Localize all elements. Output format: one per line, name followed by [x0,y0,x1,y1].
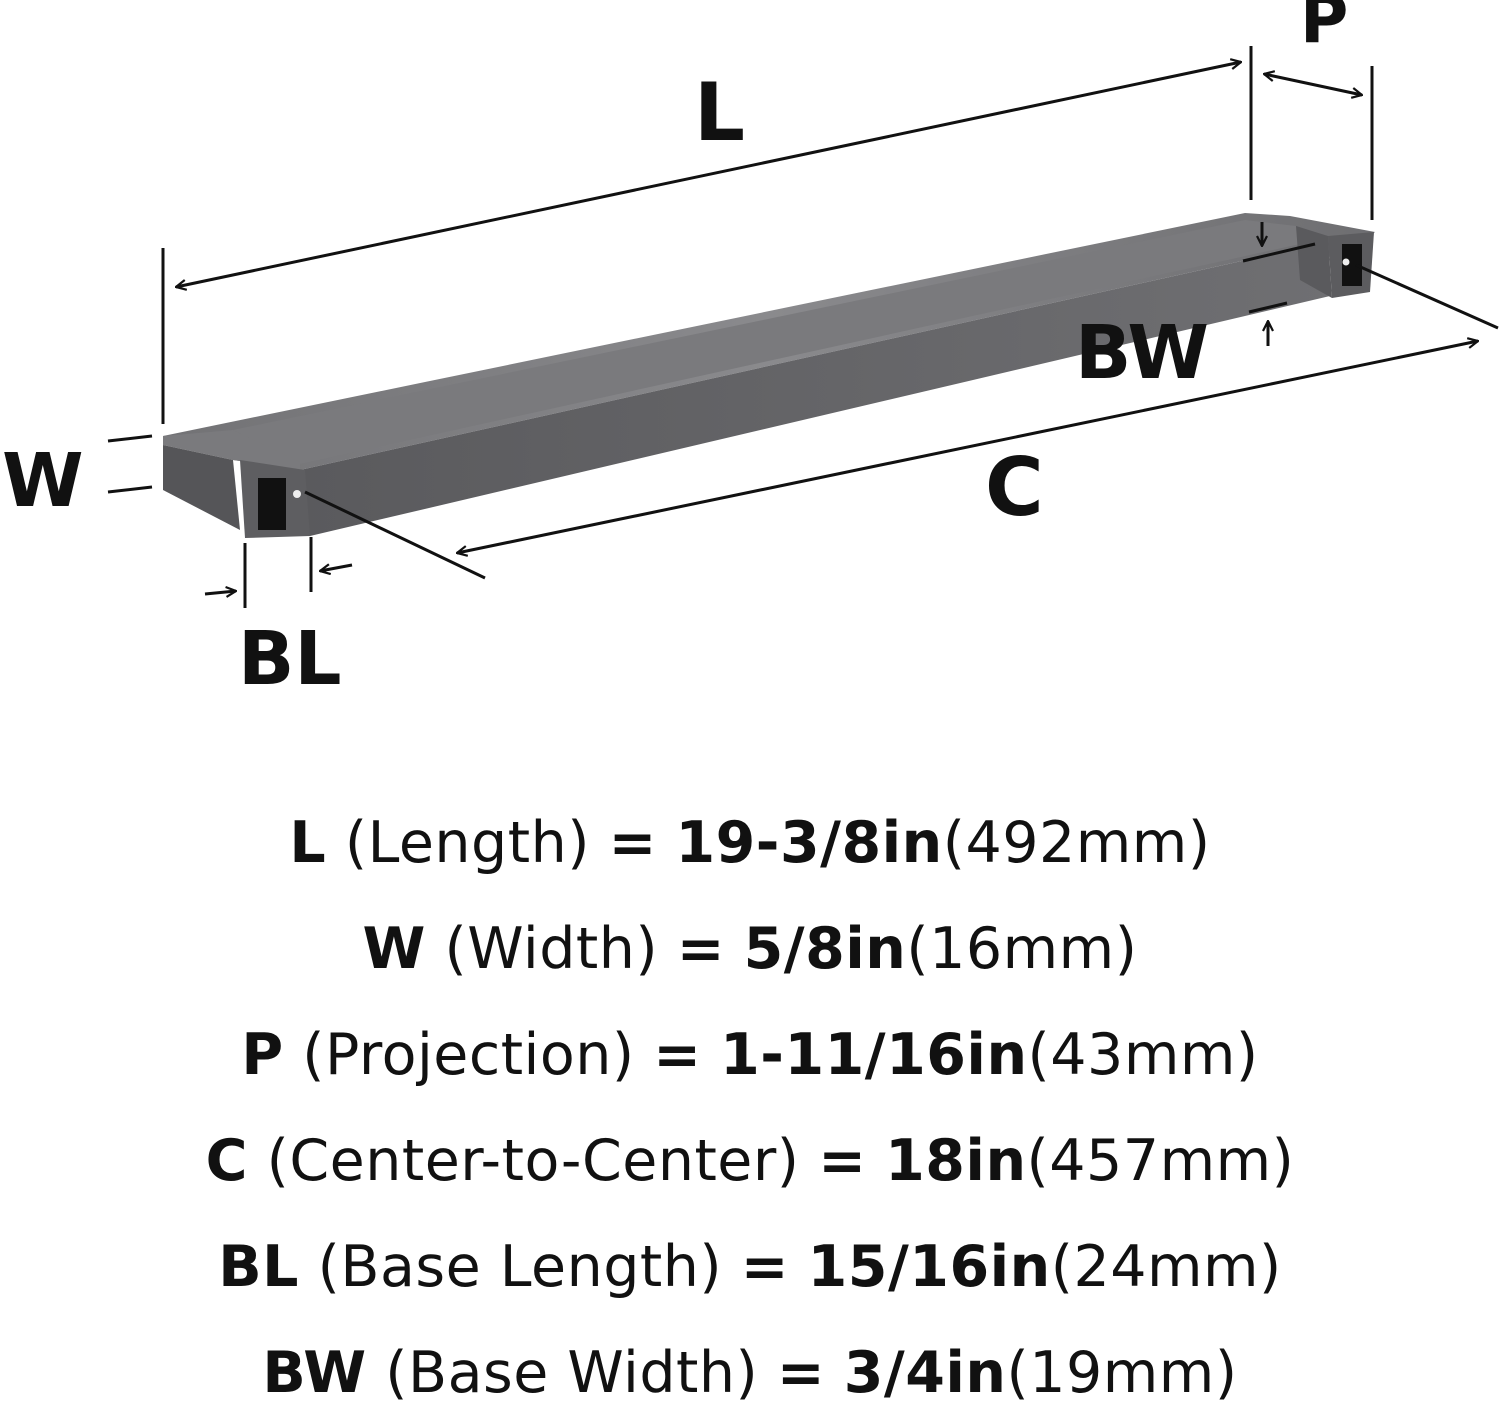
spec-inches: 3/4in [843,1340,1007,1406]
label-bw: BW [1075,310,1209,396]
spec-inches: 18in [885,1128,1027,1194]
spec-row-projection: P (Projection) = 1-11/16in(43mm) [0,1002,1500,1108]
dim-line-l [176,62,1241,287]
ext-line-c-left [304,490,486,580]
spec-inches: 1-11/16in [720,1022,1028,1088]
spec-equals: = [676,916,725,982]
spec-name: (Length) [344,810,590,876]
spec-millimeters: (457mm) [1026,1128,1295,1194]
label-w: W [2,438,84,524]
spec-millimeters: (16mm) [906,916,1138,982]
label-c: C [985,441,1044,534]
spec-equals: = [608,810,657,876]
spec-name: (Base Width) [385,1340,759,1406]
spec-equals: = [818,1128,867,1194]
spec-row-width: W (Width) = 5/8in(16mm) [0,896,1500,1002]
specifications-list: L (Length) = 19-3/8in(492mm) W (Width) =… [0,790,1500,1426]
ext-line-bw-bottom [1248,301,1288,314]
spec-equals: = [653,1022,702,1088]
dimension-diagram: L P BW W C BL [2,0,1499,702]
spec-millimeters: (492mm) [942,810,1211,876]
spec-millimeters: (19mm) [1006,1340,1238,1406]
spec-name: (Center-to-Center) [266,1128,800,1194]
spec-equals: = [776,1340,826,1406]
spec-millimeters: (24mm) [1050,1234,1282,1300]
spec-code: BW [262,1340,367,1406]
right-mount-hole [1342,244,1362,286]
right-post-side [1296,226,1332,298]
spec-name: (Base Length) [317,1234,723,1300]
dim-arrow-bl-right [320,565,353,571]
label-bl: BL [238,616,342,702]
spec-code: BL [218,1234,299,1300]
dim-line-p [1264,74,1362,95]
right-screw-hole [1342,258,1350,266]
spec-name: (Projection) [302,1022,635,1088]
spec-inches: 5/8in [743,916,907,982]
ext-line-c-right [1355,263,1499,330]
left-screw-hole [293,490,301,498]
left-base-side [163,445,240,530]
dim-arrow-bl-left [204,591,236,594]
spec-code: W [362,916,426,982]
left-base-top [163,430,300,470]
spec-row-base-width: BW (Base Width) = 3/4in(19mm) [0,1320,1500,1426]
label-l: L [694,66,745,159]
spec-inches: 15/16in [807,1234,1051,1300]
ext-line-w-top [107,434,153,443]
spec-row-center-to-center: C (Center-to-Center) = 18in(457mm) [0,1108,1500,1214]
dim-line-c [457,341,1478,553]
ext-line-w-bottom [107,485,153,494]
spec-name: (Width) [444,916,659,982]
spec-code: P [241,1022,284,1088]
spec-equals: = [740,1234,790,1300]
spec-inches: 19-3/8in [675,810,943,876]
spec-millimeters: (43mm) [1027,1022,1259,1088]
left-mount-hole [258,478,286,530]
spec-code: L [289,810,327,876]
label-p: P [1300,0,1348,58]
spec-code: C [205,1128,248,1194]
spec-row-length: L (Length) = 19-3/8in(492mm) [0,790,1500,896]
ext-line-bw-top [1242,242,1316,263]
spec-row-base-length: BL (Base Length) = 15/16in(24mm) [0,1214,1500,1320]
